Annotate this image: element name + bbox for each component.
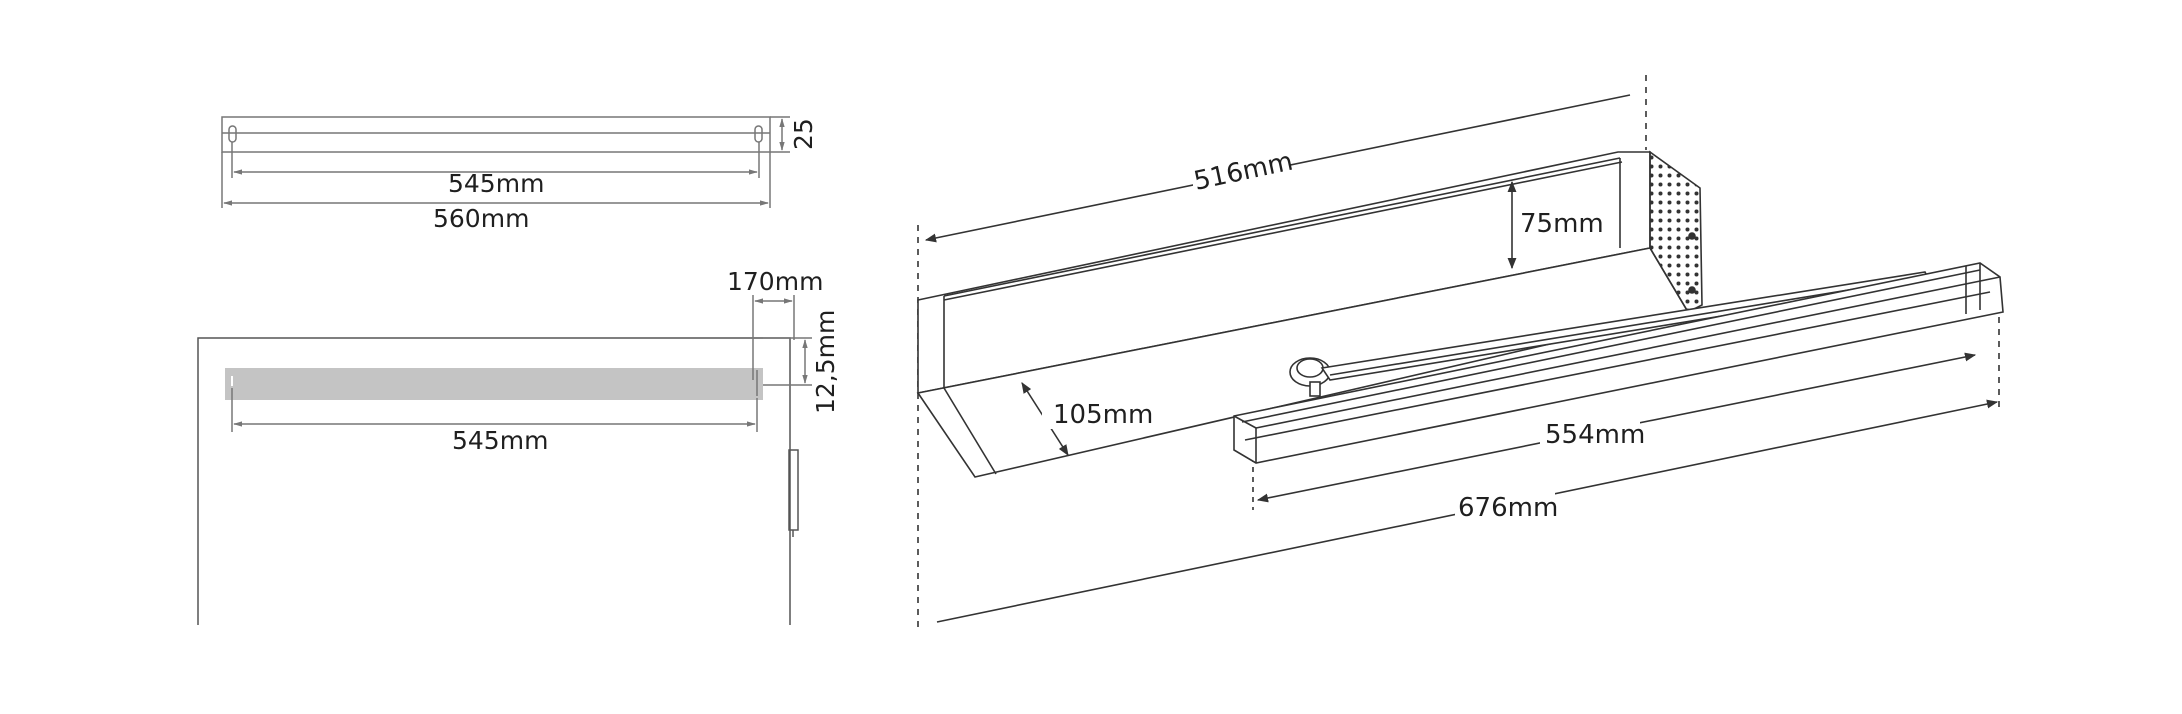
side-view [197,295,812,625]
dim-label-25: 25 [789,118,818,150]
mounting-slot-left [228,125,237,143]
dim-label-554: 554mm [1545,420,1645,450]
dim-label-105: 105mm [1053,400,1153,430]
iso-view [916,75,2004,630]
dim-label-170: 170mm [727,267,823,296]
mounting-bar [225,368,763,400]
dim-label-676: 676mm [1458,493,1558,523]
dim-label-545-side: 545mm [452,426,548,455]
dim-label-545-top: 545mm [448,169,544,198]
label-bg-516 [1193,158,1289,192]
top-plate-outline [221,116,771,153]
top-view [221,116,790,208]
label-bg-676 [1455,490,1555,524]
dim-label-12-5: 12,5mm [811,310,840,414]
dim-label-75: 75mm [1520,209,1604,239]
label-bg-554 [1540,416,1640,450]
dim-label-560: 560mm [433,204,529,233]
label-bg-105 [1042,395,1154,429]
wall-outline [197,337,791,625]
mounting-slot-right [754,125,763,143]
